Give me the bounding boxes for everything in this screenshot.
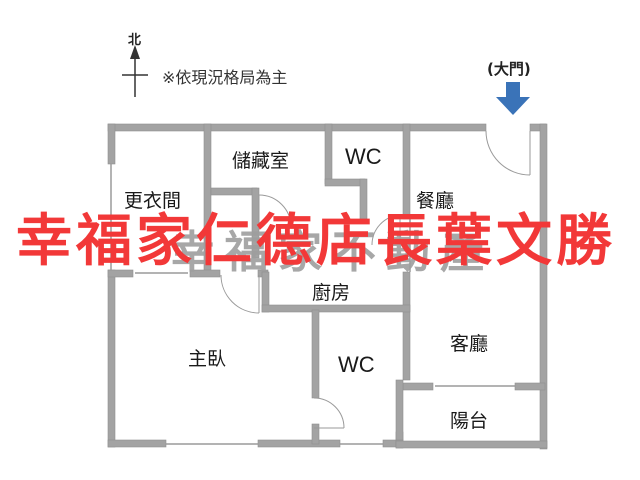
- room-wc-bottom: WC: [338, 352, 375, 377]
- layout-note: ※依現況格局為主: [162, 68, 288, 87]
- watermark-red: 幸福家仁德店長葉文勝: [16, 209, 616, 274]
- room-wc-top: WC: [345, 144, 382, 169]
- room-master-bedroom: 主臥: [188, 348, 227, 370]
- room-living: 客廳: [450, 333, 489, 355]
- watermark-gray: 幸福家不動產: [170, 227, 494, 278]
- room-dining: 餐廳: [416, 190, 455, 212]
- room-kitchen: 廚房: [312, 282, 351, 304]
- room-storage: 儲藏室: [232, 150, 290, 172]
- arrow-down-icon: [496, 82, 530, 115]
- north-label: 北: [128, 33, 142, 48]
- room-balcony: 陽台: [450, 410, 489, 432]
- room-walk-in-closet: 更衣間: [124, 190, 182, 212]
- north-arrow-icon: [122, 45, 148, 97]
- entrance-label: (大門): [487, 60, 531, 78]
